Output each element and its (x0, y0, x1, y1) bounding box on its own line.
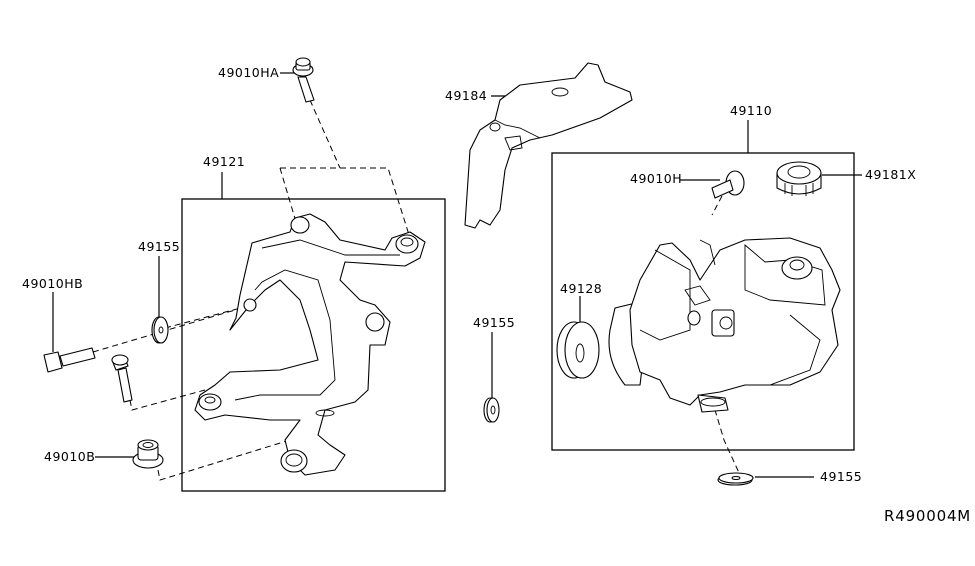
part-label-49010B[interactable]: 49010B (44, 449, 96, 464)
washer-49155-left-drawing (151, 316, 169, 344)
bracket-49121-drawing (194, 213, 426, 476)
insulator-49128-drawing (556, 321, 600, 379)
part-label-49155-center[interactable]: 49155 (473, 315, 516, 330)
washer-49155-bottom-drawing (717, 472, 754, 486)
part-label-49155-bottom[interactable]: 49155 (820, 469, 863, 484)
part-label-49155-left[interactable]: 49155 (138, 239, 181, 254)
pump-group-box (551, 152, 855, 451)
part-label-49010HB[interactable]: 49010HB (22, 276, 84, 291)
part-label-49010H[interactable]: 49010H (630, 171, 683, 186)
part-label-49184[interactable]: 49184 (445, 88, 488, 103)
bolt-49010HB-drawing (43, 347, 133, 403)
part-label-49121[interactable]: 49121 (203, 154, 246, 169)
washer-49155-center-drawing (483, 397, 500, 423)
cap-49181X-drawing (776, 161, 822, 196)
part-label-49181X[interactable]: 49181X (865, 167, 917, 182)
diagram-reference-code: R490004M (884, 507, 972, 525)
bolt-49010HA-drawing (292, 57, 315, 103)
stud-49010H-drawing (711, 170, 745, 199)
part-label-49110[interactable]: 49110 (730, 103, 773, 118)
assembly-dashed-lines (92, 99, 741, 481)
part-label-49010HA[interactable]: 49010HA (218, 65, 280, 80)
part-label-49128[interactable]: 49128 (560, 281, 603, 296)
nut-49010B-drawing (132, 439, 164, 469)
bracket-group-box (181, 198, 446, 492)
pump-assembly-49110-drawing (608, 237, 841, 413)
cover-49184-drawing (464, 62, 633, 229)
leader-lines (52, 72, 862, 478)
